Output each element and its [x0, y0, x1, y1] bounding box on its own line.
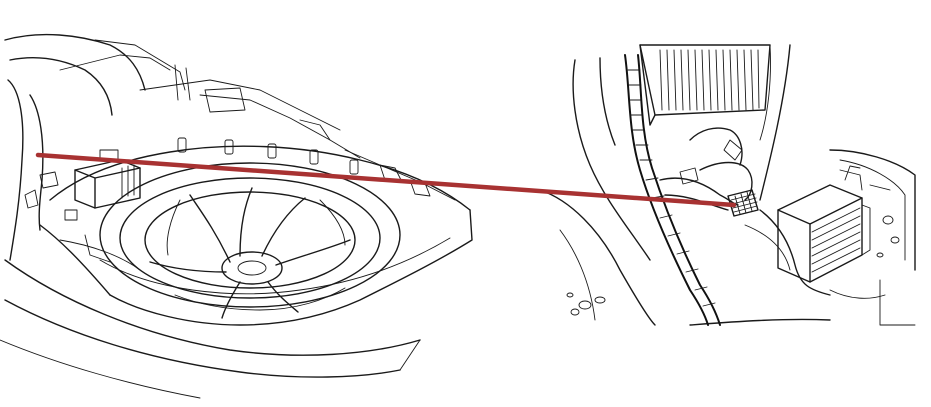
- closeup-floor-inner: [559, 229, 596, 321]
- trunk-inner-panel: [9, 57, 113, 116]
- harness-wire-left: [59, 239, 141, 271]
- wheel-spoke-3: [261, 197, 306, 257]
- trunk-top-edge: [59, 54, 171, 71]
- rear-bumper-corner: [399, 339, 421, 371]
- wheel-spoke-openings: [166, 199, 346, 256]
- rear-bumper-lower: [4, 299, 401, 378]
- closeup-floor-curve: [539, 189, 656, 326]
- wire-loop-mid: [699, 161, 753, 201]
- closeup-panel-edge: [599, 57, 616, 146]
- trunk-back-ledge: [139, 79, 341, 131]
- connector-callout-line: [35, 152, 737, 208]
- trunk-outer-panel: [4, 33, 146, 91]
- trunk-back-ledge-inner: [199, 94, 361, 159]
- bracket-tab: [844, 165, 861, 181]
- clip-lower: [679, 167, 699, 185]
- wheel-spoke-5: [149, 261, 227, 273]
- trunk-side-wall: [7, 79, 24, 261]
- wire-loop-upper: [689, 127, 743, 166]
- closeup-floor-seam: [829, 289, 886, 299]
- trunk-floor-front-edge: [109, 209, 473, 326]
- wheel-spoke-6: [221, 281, 241, 319]
- corrugated-harness-right: [637, 54, 721, 326]
- small-clip: [64, 209, 78, 221]
- closeup-panel-right: [759, 44, 791, 201]
- spare-wheel-hub: [221, 251, 283, 285]
- closeup-holes: [566, 215, 900, 316]
- wheel-spoke-7: [267, 281, 299, 313]
- trunk-floor-seam: [299, 119, 456, 201]
- rear-bumper-upper: [4, 259, 421, 356]
- left-latch: [24, 189, 39, 209]
- clip-upper: [723, 139, 743, 161]
- spare-tire-well-rim: [99, 162, 401, 308]
- closeup-right-corner: [879, 279, 916, 326]
- trunk-rear-edge: [94, 39, 186, 91]
- relay-module-box: [777, 184, 871, 283]
- spare-tire-tread-line: [174, 287, 346, 311]
- closeup-right-wall-inner: [839, 159, 906, 261]
- bracket-lines: [839, 169, 891, 191]
- wheel-spoke-2: [239, 187, 253, 257]
- closeup-illustration: [539, 44, 916, 326]
- left-connector: [39, 171, 59, 189]
- closeup-panel-inner: [759, 44, 771, 141]
- spare-wheel-center: [237, 260, 267, 276]
- closeup-right-wall: [829, 149, 916, 271]
- wheel-spoke-1: [189, 194, 231, 263]
- finned-amplifier: [639, 44, 771, 126]
- trunk-side-trim: [29, 94, 44, 231]
- trunk-floor-lip: [99, 237, 451, 295]
- closeup-panel-left: [572, 59, 651, 261]
- target-connector: [727, 189, 759, 217]
- trunk-illustration: [0, 33, 473, 399]
- wheel-spoke-4: [275, 239, 351, 266]
- harness-wire-branch: [84, 234, 111, 263]
- trunk-floor-left-edge: [39, 224, 111, 296]
- wire-to-module: [759, 209, 831, 296]
- ledge-posts: [177, 137, 359, 175]
- trunk-strut: [174, 64, 191, 101]
- corrugated-harness-left: [624, 54, 709, 326]
- rear-bumper-bottom: [0, 339, 201, 399]
- wire-to-module-2: [744, 224, 791, 271]
- trunk-bracket: [204, 87, 246, 113]
- closeup-floor-bottom: [689, 318, 831, 326]
- spare-tire-outer: [119, 177, 381, 299]
